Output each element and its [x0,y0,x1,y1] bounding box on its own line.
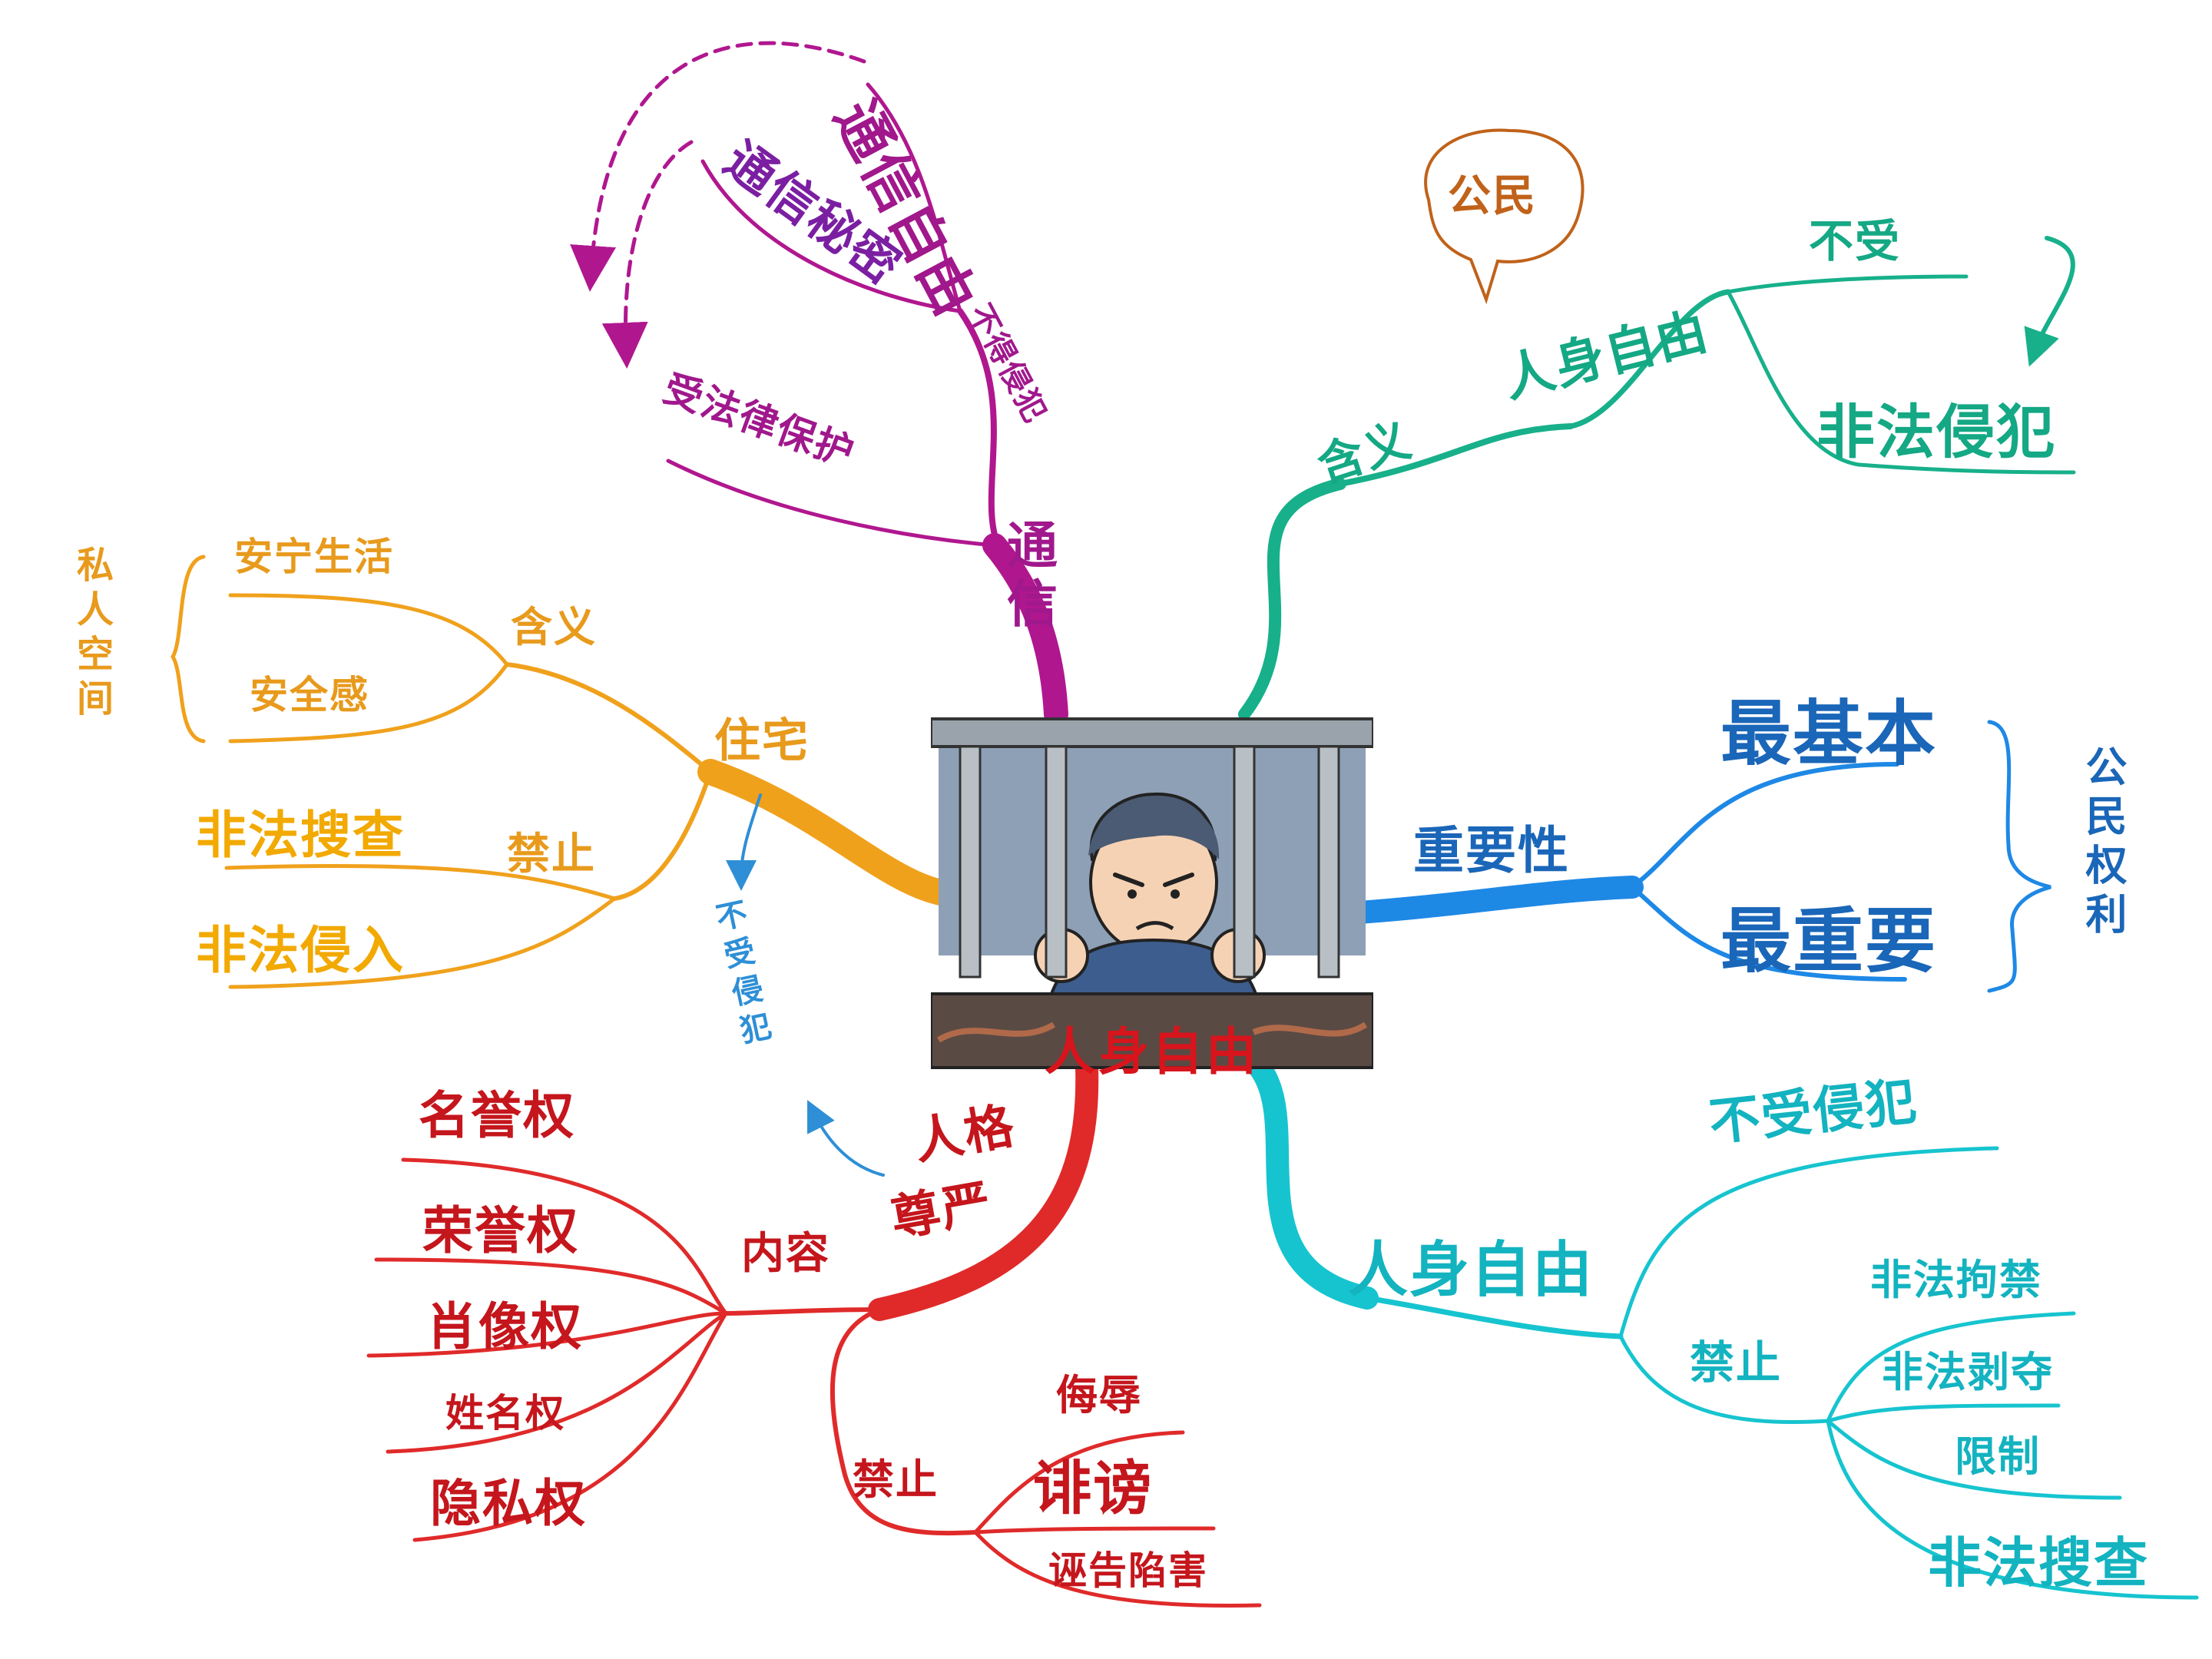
peaceful-life-label: 安宁生活 [234,535,394,579]
illegal-intrusion-label: 非法侵入 [196,921,405,980]
citizen-bubble-label: 公民 [1448,171,1537,221]
importance-branch [1325,720,2051,993]
personal-prohibit-illegal-search: 非法搜查 [1928,1532,2149,1594]
security-label: 安全感 [250,673,369,717]
residence-branch [171,555,969,989]
prohibit-item-insult: 侮辱 [1056,1371,1142,1419]
meaning-branch [1238,236,2076,720]
citizen-rights-label: 公民权利 [2078,745,2127,942]
residence-meaning-label: 含义 [511,603,597,651]
content-item-privacy: 隐私权 [430,1474,587,1533]
not-infringed-arrows [726,793,885,1177]
content-item-honor: 荣誉权 [422,1201,579,1260]
residence-label: 住宅 [714,714,810,768]
center-node: 人身自由 [929,710,1375,1081]
citizen-speech-bubble [1424,128,1584,305]
content-item-name: 姓名权 [445,1391,565,1435]
residence-prohibit-label: 禁止 [507,830,596,879]
most-important-label: 最重要 [1720,900,1938,982]
illegal-infringe-label: 非法侵犯 [1816,398,2056,466]
prohibit-item-false-accusation: 诬告陷害 [1048,1548,1208,1593]
dignity-branch [366,1056,1262,1608]
cyan-personal-freedom-label: 人身自由 [1348,1236,1594,1305]
content-item-reputation: 名誉权 [419,1086,575,1145]
dignity-prohibit-label: 禁止 [853,1455,939,1504]
personal-freedom-branch [1248,1056,2199,1600]
dignity-content-label: 内容 [741,1229,830,1279]
person-behind-bars-illustration [929,717,1375,1069]
communication-branch [570,41,1068,727]
center-title: 人身自由 [1045,1022,1260,1081]
content-item-portrait: 肖像权 [426,1297,583,1356]
illegal-search-label: 非法搜查 [196,806,405,865]
personal-prohibit-illegal-deprivation: 非法剥夺 [1882,1348,2054,1396]
importance-label: 重要性 [1413,821,1570,880]
communication-label: 通信 [998,518,1058,635]
cyan-prohibit-label: 禁止 [1690,1336,1783,1389]
not-subject-label: 不受 [1809,215,1902,267]
most-basic-label: 最基本 [1720,693,1938,775]
private-space-label: 私人空间 [70,545,113,724]
personal-prohibit-restriction: 限制 [1955,1432,2041,1481]
prohibit-item-slander: 诽谤 [1033,1454,1153,1522]
personal-prohibit-illegal-detention: 非法拘禁 [1870,1256,2042,1304]
